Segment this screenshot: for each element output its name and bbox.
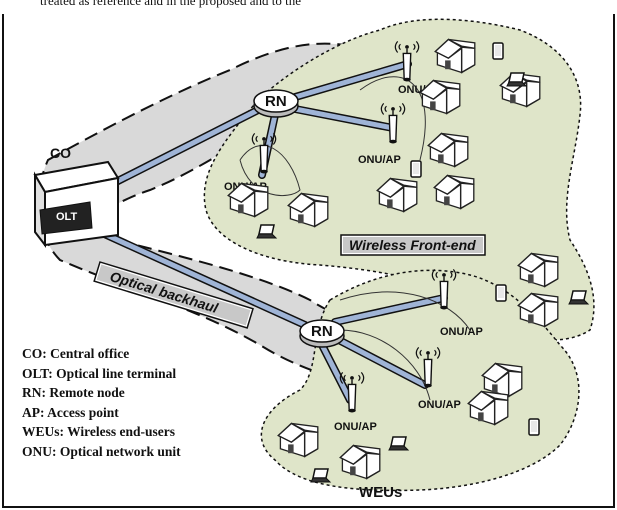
onu-ap-label: ONU/AP: [440, 326, 483, 338]
legend-item: OLT: Optical line terminal: [22, 365, 177, 381]
upper-fiber-links: [106, 60, 412, 189]
legend-item: ONU: Optical network unit: [22, 443, 181, 459]
tablet-icon: [528, 418, 540, 436]
legend-item: CO: Central office: [22, 346, 130, 361]
legend: CO: Central office OLT: Optical line ter…: [22, 344, 181, 462]
tablet-icon: [492, 42, 504, 60]
central-office: [33, 160, 120, 248]
rn-label-upper: RN: [265, 93, 287, 110]
weus-label: WEUs: [359, 484, 402, 501]
laptop-icon: [256, 224, 277, 239]
olt-label: OLT: [56, 211, 77, 223]
tablet-icon: [410, 160, 422, 178]
rn-label-lower: RN: [311, 323, 333, 340]
rn-node-upper: [253, 89, 299, 118]
legend-item: WEUs: Wireless end-users: [22, 424, 176, 440]
wireless-front-end-banner: Wireless Front-end: [340, 234, 486, 256]
backhaul-region: [37, 42, 442, 392]
legend-item: RN: Remote node: [22, 385, 125, 401]
onu-ap-label: ONU/AP: [334, 421, 377, 433]
laptop-icon: [506, 72, 527, 87]
co-label: CO: [50, 145, 71, 161]
wireless-front-end-label: Wireless Front-end: [349, 237, 476, 253]
rn-node-lower: [299, 319, 345, 348]
top-clipped-strip: treated as reference and in the proposed…: [0, 0, 617, 14]
tablet-icon: [495, 284, 507, 302]
laptop-icon: [568, 290, 589, 305]
onu-ap-label: ONU/AP: [358, 154, 401, 166]
lower-fiber-links: [96, 228, 448, 404]
legend-item: AP: Access point: [22, 404, 119, 420]
clipped-caption-text: treated as reference and in the proposed…: [40, 0, 301, 8]
laptop-icon: [388, 436, 409, 451]
laptop-icon: [310, 468, 331, 483]
onu-ap-label: ONU/AP: [418, 399, 461, 411]
